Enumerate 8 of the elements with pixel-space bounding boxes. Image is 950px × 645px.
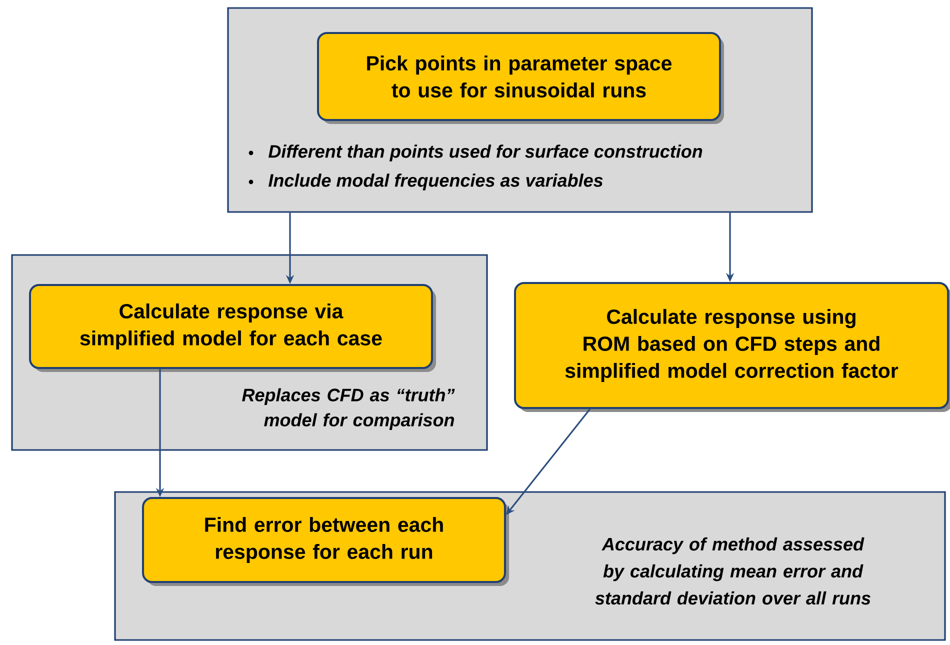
process-box: Calculate response using ROM based on CFD steps and simplified model correction factor [514, 282, 950, 412]
process-box: Calculate response via simplified model for each case [29, 284, 436, 372]
note-text: Replaces CFD as “truth” model for comparison [242, 388, 455, 430]
process-box: Pick points in parameter space to use for sinusoidal runs [317, 32, 724, 124]
bullet-item: Include modal frequencies as variables [248, 174, 603, 190]
process-box: Find error between each response for each run [142, 497, 509, 586]
note-text: Accuracy of method assessed by calculating mean error and standard deviation over all runs [595, 537, 870, 605]
bullet-item: Different than points used for surface construction [248, 144, 702, 162]
